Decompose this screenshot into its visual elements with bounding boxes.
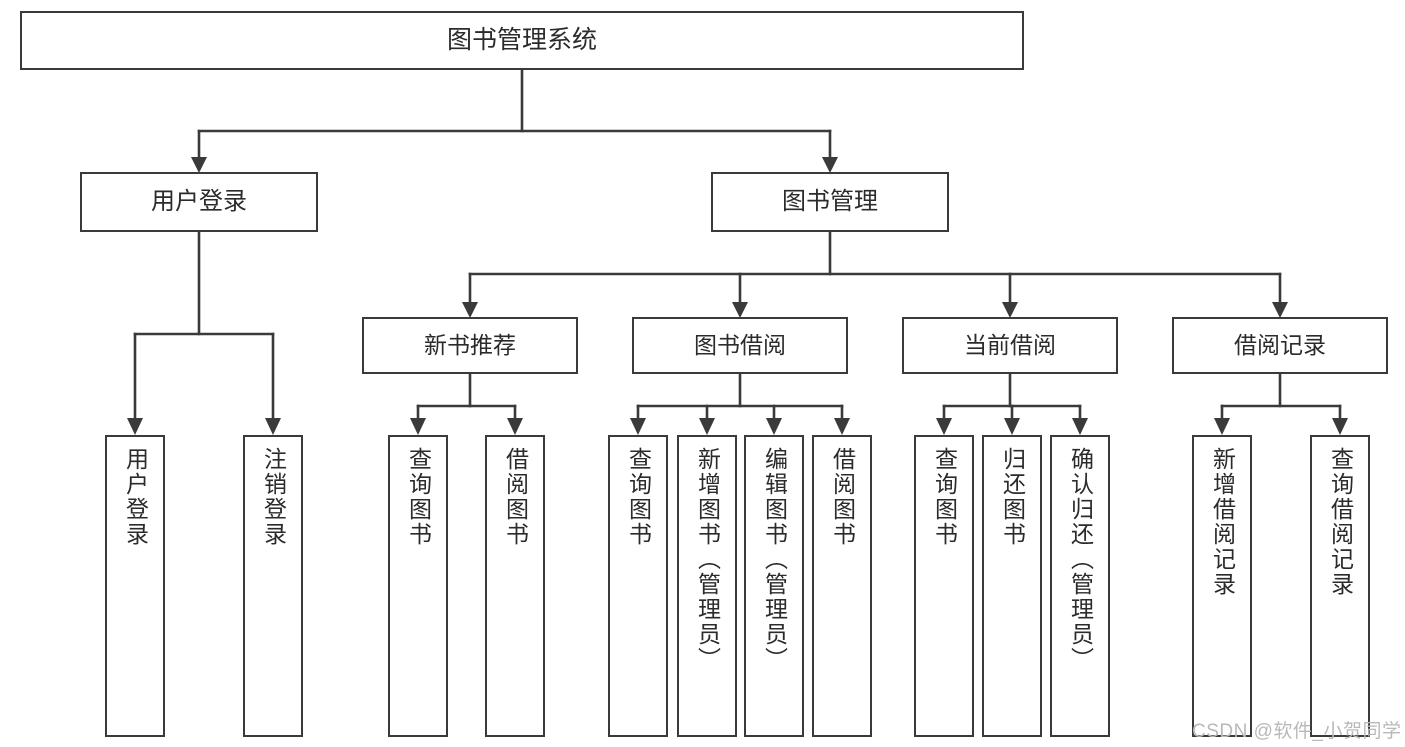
leaf-add-borrow-record-label: 新增借阅记录 xyxy=(1209,447,1236,597)
node-book-borrow-label: 图书借阅 xyxy=(694,332,786,359)
leaf-query-book-recommend[interactable]: 查询图书 xyxy=(388,435,448,737)
leaf-confirm-return-admin-label: 确认归还（管理员） xyxy=(1067,447,1094,672)
leaf-add-borrow-record[interactable]: 新增借阅记录 xyxy=(1192,435,1252,737)
leaf-query-book-borrow[interactable]: 查询图书 xyxy=(608,435,668,737)
leaf-query-borrow-record-label: 查询借阅记录 xyxy=(1327,447,1354,597)
leaf-user-login-label: 用户登录 xyxy=(122,447,149,547)
leaf-confirm-return-admin[interactable]: 确认归还（管理员） xyxy=(1050,435,1110,737)
leaf-query-book-current-label: 查询图书 xyxy=(931,447,958,547)
node-borrow-record-label: 借阅记录 xyxy=(1234,332,1326,359)
node-book-management-label: 图书管理 xyxy=(782,188,878,216)
leaf-user-logout[interactable]: 注销登录 xyxy=(243,435,303,737)
leaf-borrow-book-recommend[interactable]: 借阅图书 xyxy=(485,435,545,737)
leaf-user-login[interactable]: 用户登录 xyxy=(105,435,165,737)
node-root-label: 图书管理系统 xyxy=(446,26,597,54)
leaf-add-book-admin-label: 新增图书（管理员） xyxy=(694,447,721,672)
csdn-watermark: CSDN @软件_小贺同学 xyxy=(1192,721,1402,742)
leaf-edit-book-admin[interactable]: 编辑图书（管理员） xyxy=(744,435,804,737)
leaf-add-book-admin[interactable]: 新增图书（管理员） xyxy=(677,435,737,737)
node-new-book-recommend-label: 新书推荐 xyxy=(424,332,516,359)
leaf-borrow-book-label: 借阅图书 xyxy=(829,447,856,547)
leaf-borrow-book-recommend-label: 借阅图书 xyxy=(502,447,529,547)
leaf-query-book-borrow-label: 查询图书 xyxy=(625,447,652,547)
node-new-book-recommend[interactable]: 新书推荐 xyxy=(362,317,578,374)
node-current-borrow[interactable]: 当前借阅 xyxy=(902,317,1118,374)
node-user-login-label: 用户登录 xyxy=(151,188,247,216)
leaf-query-book-current[interactable]: 查询图书 xyxy=(914,435,974,737)
node-book-management[interactable]: 图书管理 xyxy=(711,172,949,232)
node-current-borrow-label: 当前借阅 xyxy=(964,332,1056,359)
node-borrow-record[interactable]: 借阅记录 xyxy=(1172,317,1388,374)
leaf-query-book-recommend-label: 查询图书 xyxy=(405,447,432,547)
leaf-return-book[interactable]: 归还图书 xyxy=(982,435,1042,737)
leaf-return-book-label: 归还图书 xyxy=(999,447,1026,547)
leaf-borrow-book[interactable]: 借阅图书 xyxy=(812,435,872,737)
leaf-edit-book-admin-label: 编辑图书（管理员） xyxy=(761,447,788,672)
node-book-borrow[interactable]: 图书借阅 xyxy=(632,317,848,374)
node-user-login[interactable]: 用户登录 xyxy=(80,172,318,232)
node-root[interactable]: 图书管理系统 xyxy=(20,11,1024,70)
leaf-user-logout-label: 注销登录 xyxy=(260,447,287,547)
leaf-query-borrow-record[interactable]: 查询借阅记录 xyxy=(1310,435,1370,737)
